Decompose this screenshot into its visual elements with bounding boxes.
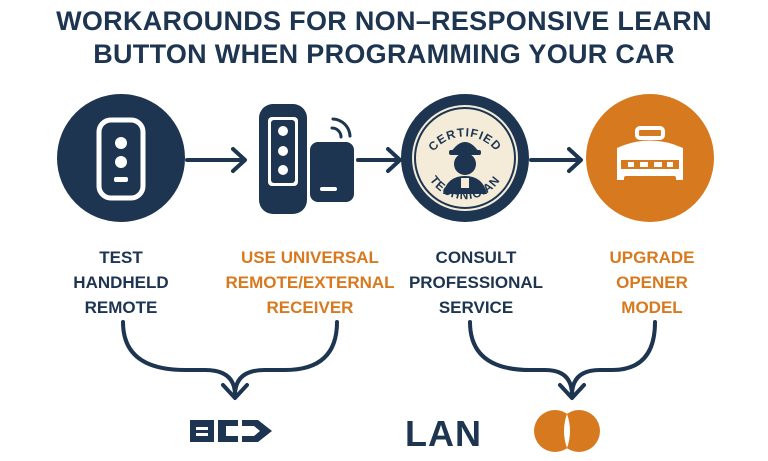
step-3-line-2: PROFESSIONAL <box>408 273 544 292</box>
page-title-line-2: BUTTON WHEN PROGRAMMING YOUR CAR <box>93 39 675 69</box>
step-label-test-handheld-remote: TEST HANDHELD REMOTE <box>41 245 201 320</box>
step-label-upgrade-opener: UPGRADE OPENER MODEL <box>572 245 732 320</box>
step-4-line-1: UPGRADE <box>609 248 695 267</box>
flow-arrow-3 <box>529 147 583 173</box>
merge-arrow-left <box>121 320 339 400</box>
certified-technician-badge-icon: CERTIFIED TECHNICIAN <box>401 94 529 222</box>
step-1-line-2: HANDHELD <box>73 273 169 292</box>
step-2-line-3: RECEIVER <box>266 298 354 317</box>
step-2-line-1: USE UNIVERSAL <box>241 248 379 267</box>
step-4-line-2: OPENER <box>616 273 688 292</box>
step-3-line-1: CONSULT <box>435 248 517 267</box>
universal-remote-receiver-icon <box>259 104 354 214</box>
step-3-line-3: SERVICE <box>438 298 514 317</box>
flow-arrow-1 <box>185 147 247 173</box>
step-label-consult-professional: CONSULT PROFESSIONAL SERVICE <box>396 245 556 320</box>
overlapping-circles-logo-icon <box>534 410 600 452</box>
step-2-line-2: REMOTE/EXTERNAL <box>225 273 395 292</box>
step-1-line-3: REMOTE <box>84 298 158 317</box>
step-4-line-3: MODEL <box>621 298 683 317</box>
handheld-remote-icon <box>57 94 185 222</box>
flow-arrow-2 <box>356 147 402 173</box>
merge-arrow-right <box>468 320 657 400</box>
lan-logo-text: LAN <box>405 413 482 454</box>
garage-door-opener-icon <box>586 94 714 222</box>
geometric-logo-icon <box>190 420 272 442</box>
step-1-line-1: TEST <box>99 248 143 267</box>
step-label-universal-remote: USE UNIVERSAL REMOTE/EXTERNAL RECEIVER <box>221 245 399 320</box>
page-title-line-1: WORKAROUNDS FOR NON–RESPONSIVE LEARN <box>56 6 712 36</box>
